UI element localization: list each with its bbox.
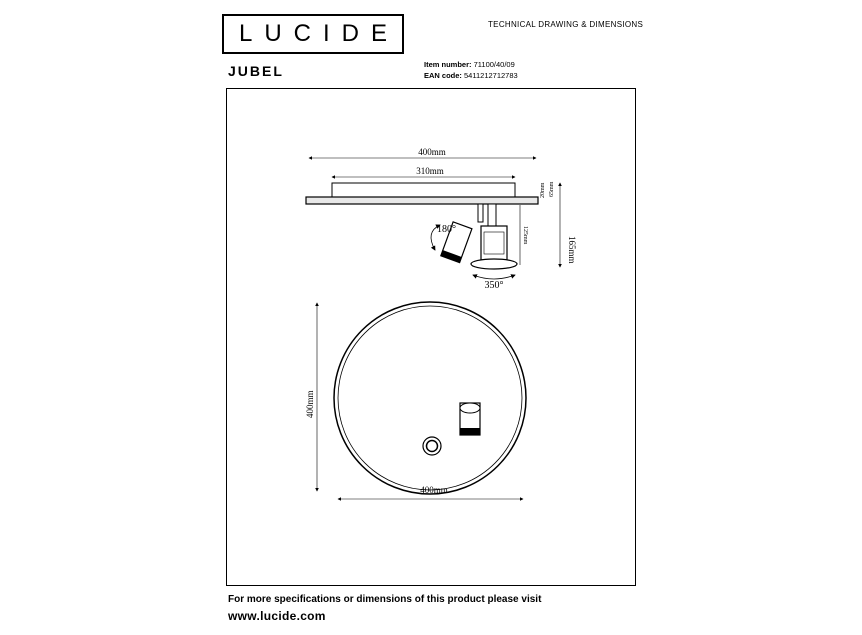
dim-tilt: 180° — [437, 224, 456, 235]
ean-value: 5411212712783 — [464, 71, 518, 80]
side-view: 400mm 310mm 20mm 65mm 165mm 125mm 180° 3… — [305, 147, 577, 291]
fixture-disc — [305, 196, 539, 205]
dim-small: 65mm — [549, 181, 555, 197]
fixture-outer-circle — [333, 301, 527, 495]
top-view: 400mm 400mm — [305, 301, 527, 501]
rotation-arc — [472, 274, 516, 280]
dim-vertical-diameter: 400mm — [305, 390, 315, 418]
spot-base — [470, 258, 518, 270]
dim-rotation: 350° — [485, 280, 504, 291]
item-number-row: Item number: 71100/40/09 — [424, 60, 515, 69]
item-number-label: Item number: — [424, 60, 472, 69]
mounting-plate — [331, 182, 516, 198]
brand-logo: LUCIDE — [222, 14, 404, 54]
footer-note: For more specifications or dimensions of… — [228, 594, 542, 605]
switch-outer — [422, 436, 442, 456]
footer-link[interactable]: www.lucide.com — [228, 609, 326, 623]
switch-inner — [425, 439, 439, 453]
spot-stem — [487, 203, 497, 227]
dim-total-width: 400mm — [418, 147, 446, 157]
document-title: TECHNICAL DRAWING & DIMENSIONS — [488, 20, 644, 29]
item-number-value: 71100/40/09 — [473, 60, 515, 69]
spot-arm — [477, 203, 484, 223]
spot-vertical — [480, 225, 508, 261]
logo-text: LUCIDE — [238, 20, 400, 47]
ean-row: EAN code: 5411212712783 — [424, 71, 518, 80]
dim-total-height: 165mm — [567, 236, 577, 264]
ean-label: EAN code: — [424, 71, 462, 80]
drawing-frame — [226, 88, 636, 586]
fixture-inner-circle — [337, 305, 523, 491]
dim-plate-thickness: 20mm — [540, 182, 546, 198]
tilt-arc — [430, 224, 441, 251]
dim-spot-height: 125mm — [522, 226, 528, 245]
product-name: JUBEL — [228, 63, 284, 79]
dim-plate-width: 310mm — [416, 166, 444, 176]
dim-horizontal-diameter: 400mm — [420, 485, 448, 495]
